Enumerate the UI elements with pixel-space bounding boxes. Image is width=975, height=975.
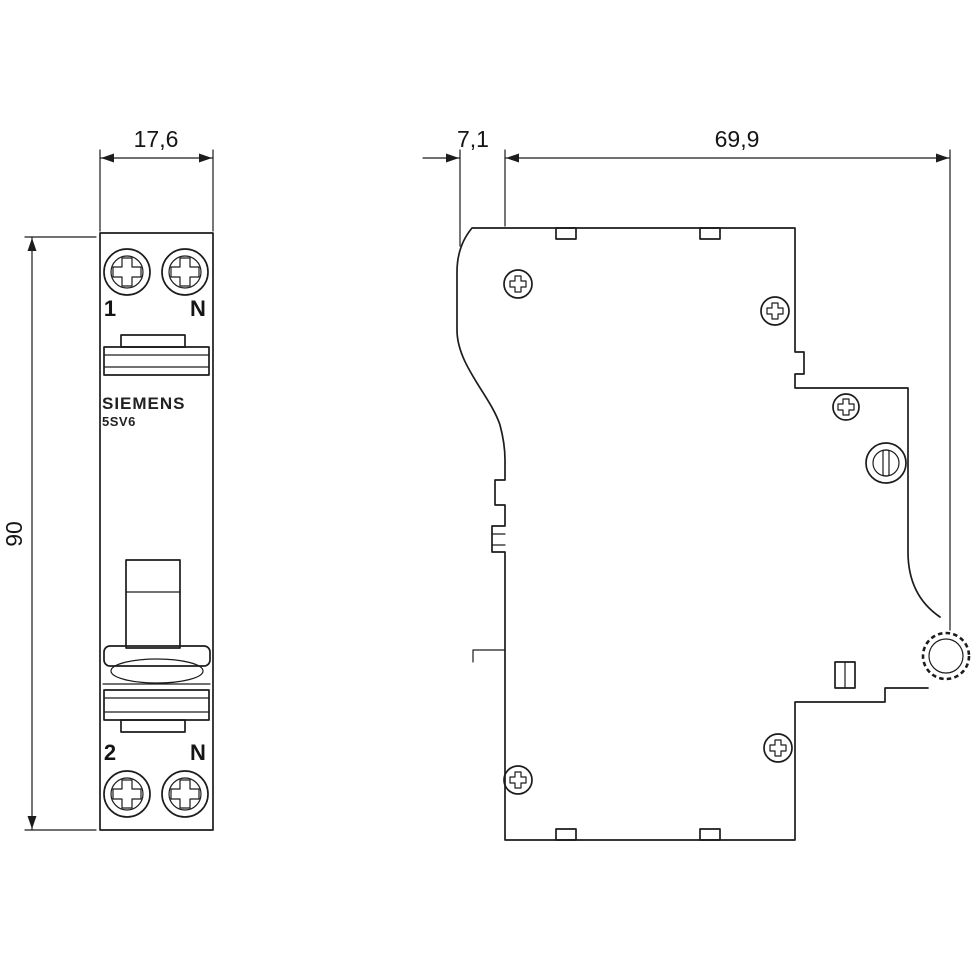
screw-outer-ring [103,248,151,296]
screw-outer-ring [161,248,209,296]
width-extension-lines [99,149,214,232]
top-tab-left [555,227,577,240]
height-dimension-label: 90 [1,521,27,547]
toggle-base-plate [103,645,211,667]
bottom-tab-right [699,828,721,841]
screw-cross-slot-icon [170,257,200,287]
housing-screw-upper-right [760,296,790,326]
housing-screw-bottom-left [503,765,533,795]
screw-cross-slot-icon [837,398,855,416]
height-arrow-top [27,238,37,251]
terminal-label-n-top: N [190,296,206,321]
width-arrow-right [199,153,212,163]
front-width-dimension: 17,6 [99,126,214,232]
screw-ring [503,765,533,795]
screw-ring [763,733,793,763]
terminal-label-n-bottom: N [190,740,206,765]
side-housing-outline [456,227,941,841]
screw-cross-slot-icon [509,275,527,293]
terminal-screw-top-left [103,248,151,296]
clamp-tab [120,334,186,348]
terminal-label-1: 1 [104,296,116,321]
screw-outer-ring [865,442,907,484]
screw-cross-slot-icon [112,257,142,287]
screw-ring [503,269,533,299]
clamp-detail-lines [103,354,210,368]
clamp-detail-lines [103,697,210,713]
side-extension-lines [459,149,951,631]
height-arrow-bottom [27,816,37,829]
clamp-tab [120,719,186,733]
din-rail-knurled-wheel [921,631,971,681]
lower-terminal-clamp [103,689,210,733]
front-lower-step [472,649,506,663]
clamp-body [103,689,210,721]
upper-terminal-clamp [103,334,210,376]
top-tab-right [699,227,721,240]
screw-inner-ring [168,777,202,811]
wheel-knurl-ring [921,631,971,681]
screw-slot-icon [882,449,890,477]
screw-inner-ring [168,255,202,289]
terminal-screw-bottom-left [103,770,151,818]
screw-cross-slot-icon [509,771,527,789]
screw-inner-ring [110,255,144,289]
housing-screw-top-left [503,269,533,299]
toggle-handle [125,559,181,649]
toggle-base-oval [110,658,204,684]
screw-inner-ring [872,449,900,477]
housing-screw-lower-right [763,733,793,763]
depth-arrow-left [506,153,519,163]
depth-label: 69,9 [715,126,760,152]
screw-cross-slot-icon [769,739,787,757]
wheel-inner-ring [928,638,964,674]
depth-arrow-right [936,153,949,163]
housing-screw-mid-right [832,393,860,421]
brand-marking: SIEMENS [102,394,186,413]
toggle-switch [102,559,211,685]
screw-inner-ring [110,777,144,811]
screw-cross-slot-icon [112,779,142,809]
screw-cross-slot-icon [170,779,200,809]
height-extension-lines [24,236,97,831]
front-body-outline [99,232,214,831]
terminal-label-2: 2 [104,740,116,765]
screw-outer-ring [161,770,209,818]
side-view: 7,1 69,9 [422,126,971,841]
large-terminal-screw-side [865,442,907,484]
screw-ring [760,296,790,326]
model-marking: 5SV6 [102,414,136,429]
front-depth-arrow [446,153,459,163]
screw-outer-ring [103,770,151,818]
side-dimensions: 7,1 69,9 [422,126,951,631]
screw-cross-slot-icon [766,302,784,320]
front-depth-label: 7,1 [457,126,489,152]
front-view: 17,6 90 1 N [1,126,214,831]
width-dimension-label: 17,6 [134,126,179,152]
bottom-tab-left [555,828,577,841]
din-latch-detail [834,661,856,689]
screw-ring [832,393,860,421]
terminal-screw-top-right [161,248,209,296]
front-height-dimension: 90 [1,236,97,831]
width-arrow-left [101,153,114,163]
clamp-body [103,346,210,376]
front-bump-detail-lines [491,533,506,546]
terminal-screw-bottom-right [161,770,209,818]
